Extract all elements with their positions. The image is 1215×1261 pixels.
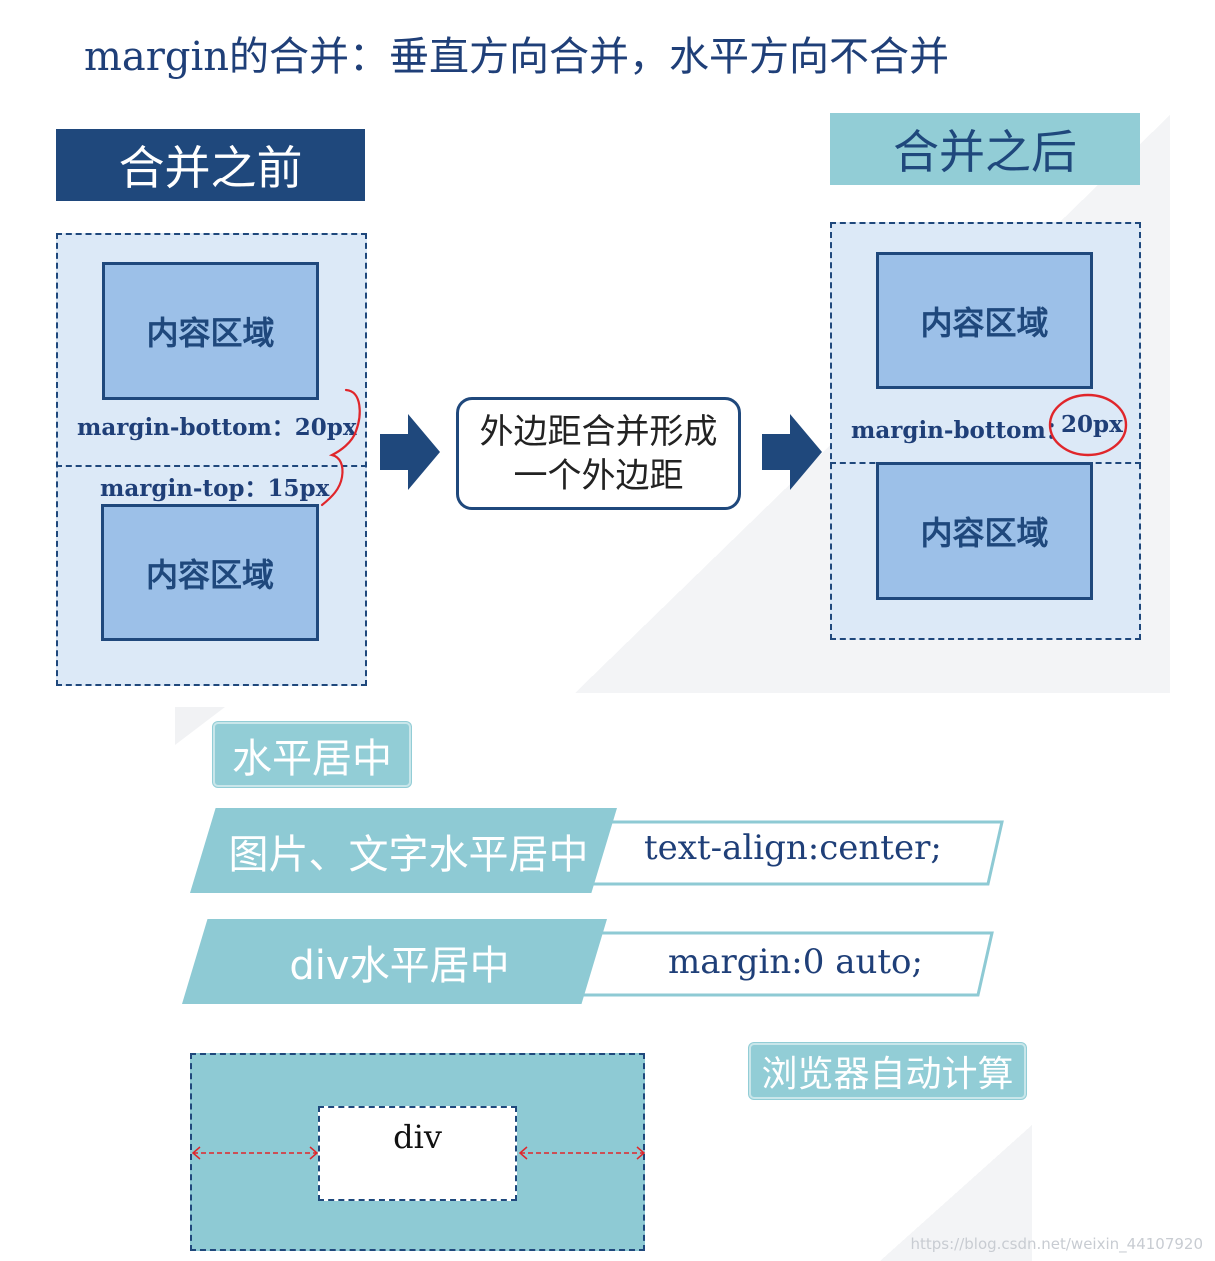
after-bottom-content-box: 内容区域: [876, 462, 1093, 600]
centered-div: div: [318, 1106, 517, 1201]
merge-explanation-line2: 一个外边距: [513, 455, 684, 496]
page-title: margin的合并：垂直方向合并，水平方向不合并: [84, 34, 950, 80]
right-auto-margin-arrow-icon: [518, 1146, 646, 1160]
after-margin-label: margin-bottom：: [851, 417, 1069, 444]
before-header: 合并之前: [56, 129, 365, 201]
after-top-content-box: 内容区域: [876, 252, 1093, 389]
arrow-right-icon: [762, 414, 822, 490]
background-shade-bottom: [880, 1125, 1032, 1261]
before-divider: [56, 465, 367, 467]
row2-label: div水平居中: [182, 919, 607, 1004]
before-margin-bottom-label: margin-bottom：20px: [77, 414, 357, 441]
before-top-content-box: 内容区域: [102, 262, 319, 400]
red-brace-annotation: [320, 388, 361, 507]
merge-explanation-line1: 外边距合并形成: [479, 411, 718, 452]
row1-label: 图片、文字水平居中: [190, 808, 617, 893]
after-header: 合并之后: [830, 113, 1140, 185]
before-margin-top-label: margin-top：15px: [100, 475, 330, 502]
watermark: https://blog.csdn.net/weixin_44107920: [910, 1235, 1203, 1253]
merge-explanation-box: 外边距合并形成 一个外边距: [456, 397, 741, 510]
after-margin-value: 20px: [1061, 411, 1123, 438]
left-auto-margin-arrow-icon: [191, 1146, 319, 1160]
row1-code: text-align:center;: [644, 828, 942, 868]
arrow-right-icon: [380, 414, 440, 490]
row2-code: margin:0 auto;: [668, 942, 923, 982]
horizontal-center-heading: 水平居中: [213, 722, 411, 787]
before-bottom-content-box: 内容区域: [101, 504, 319, 641]
red-circle-annotation: [1048, 393, 1128, 457]
browser-auto-calc-note: 浏览器自动计算: [749, 1043, 1026, 1099]
